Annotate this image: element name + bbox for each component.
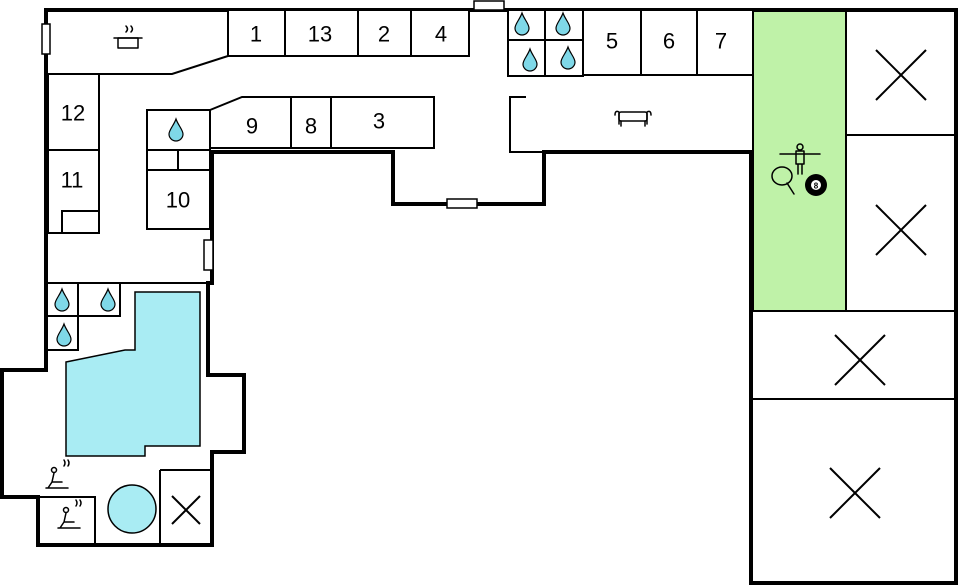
room-3-label: 3 [373,109,385,134]
room-7-box [696,9,754,76]
billiard-ball-number: 8 [814,182,819,191]
swimming-pool [65,291,201,457]
room-9-label: 9 [246,114,258,139]
room-12-label: 12 [61,101,85,126]
door-icon [473,0,505,11]
bed-cross-icon [834,334,886,386]
room-5-box [582,9,642,76]
room-6-label: 6 [663,29,675,54]
bed-cross-icon [171,495,201,525]
door-icon [446,198,478,209]
room-8-label: 8 [305,114,317,139]
room-1-label: 1 [250,22,262,47]
water-drop-icon [514,11,530,36]
pool-bathroom-walls [48,283,121,351]
sauna-walls [38,469,212,545]
hot-tub-icon [107,484,157,534]
room-1-box [227,9,286,57]
water-drop-icon [168,117,184,142]
closet-11 [61,210,100,234]
room-10-label: 10 [166,188,190,213]
room-6-box [640,9,698,76]
bed-cross-icon [829,467,881,519]
sofa-icon [614,110,652,127]
closet-a [146,149,179,171]
closet-b [177,149,211,171]
game-room [753,9,846,311]
water-drop-icon [54,287,70,312]
room-12-box [47,73,100,151]
room-2-label: 2 [378,22,390,47]
bed-cross-icon [875,49,927,101]
rooms-9-8-3-box [209,96,435,149]
sauna-icon [45,459,70,489]
room-4-label: 4 [435,22,447,47]
room-13-label: 13 [308,22,332,47]
room-10-box [146,169,211,230]
room-4-box [410,9,470,57]
table-football-icon [779,143,821,175]
room-11-label: 11 [61,168,84,193]
sauna-icon [57,499,82,529]
water-drop-icon [100,287,116,312]
water-drop-icon [555,11,571,36]
bed-cross-icon [875,204,927,256]
water-drop-icon [560,45,576,70]
water-drop-icon [56,322,72,347]
water-drop-icon [522,47,538,72]
ping-pong-paddle-icon [771,166,795,195]
door-icon [203,239,214,271]
room-5-label: 5 [606,29,618,54]
lounge-wall [509,96,544,153]
door-icon [41,23,51,55]
cooking-pot-icon [113,25,143,49]
billiard-ball-icon: 8 [805,174,827,196]
room-13-box [284,9,359,57]
room-7-label: 7 [715,29,727,54]
